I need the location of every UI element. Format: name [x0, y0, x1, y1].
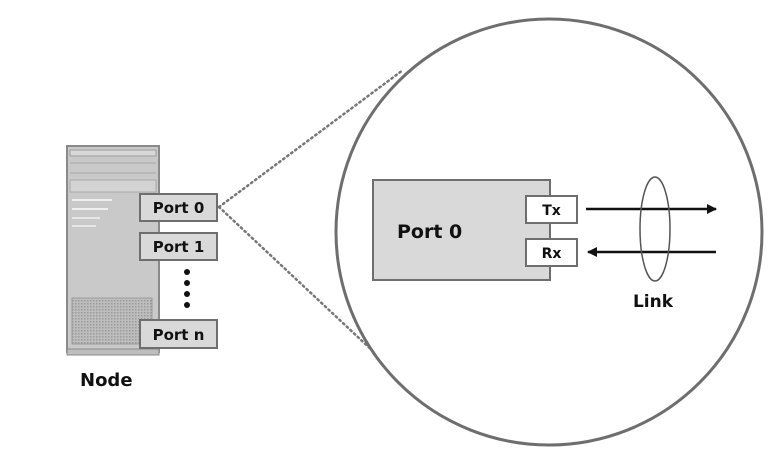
- node-port-0: Port 0: [139, 193, 218, 222]
- node-port-n: Port n: [139, 319, 218, 349]
- tx-box: Tx: [525, 195, 578, 224]
- node-port-1-label: Port 1: [153, 238, 205, 256]
- tx-label: Tx: [542, 203, 561, 219]
- node-port-1: Port 1: [139, 232, 218, 261]
- node-port-n-label: Port n: [153, 326, 205, 344]
- node-port-0-label: Port 0: [153, 199, 205, 217]
- zoomed-port-label: Port 0: [397, 221, 462, 243]
- link-ellipse: [639, 176, 671, 282]
- rx-box: Rx: [525, 238, 578, 267]
- zoom-lines: [217, 68, 405, 356]
- node-label: Node: [80, 370, 133, 391]
- vertical-ellipsis-dots: [184, 269, 190, 308]
- link-label: Link: [633, 292, 674, 312]
- rx-label: Rx: [542, 246, 562, 262]
- zoomed-port: Port 0: [372, 179, 551, 281]
